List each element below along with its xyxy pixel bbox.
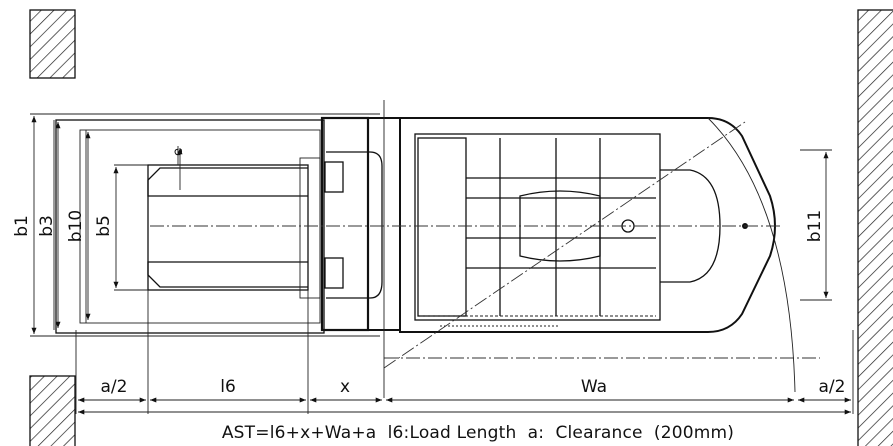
fork-dashes bbox=[420, 315, 656, 327]
label-b11: b11 bbox=[805, 210, 825, 242]
label-a-half-right: a/2 bbox=[819, 377, 846, 397]
label-b3: b3 bbox=[37, 215, 57, 237]
label-x: x bbox=[340, 377, 350, 397]
load-outline bbox=[55, 119, 325, 334]
battery-compartment bbox=[414, 133, 661, 321]
turning-diagonal bbox=[383, 121, 746, 369]
label-b10: b10 bbox=[66, 210, 86, 242]
ast-formula: AST=l6+x+Wa+a l6:Load Length a: Clearanc… bbox=[222, 423, 734, 443]
front-wheels bbox=[320, 116, 370, 332]
fork-upper bbox=[147, 167, 308, 197]
label-a-half-left: a/2 bbox=[101, 377, 128, 397]
battery-cover bbox=[417, 137, 467, 317]
fork-positioner-top bbox=[324, 161, 344, 193]
label-e: e bbox=[171, 148, 186, 156]
rack-walls bbox=[29, 9, 893, 446]
wall-right bbox=[857, 9, 893, 446]
fork-carriage bbox=[299, 157, 321, 299]
label-b5: b5 bbox=[94, 215, 114, 237]
rack-bottom-left bbox=[29, 375, 76, 446]
operator-seat bbox=[519, 190, 601, 262]
battery-cells bbox=[466, 138, 656, 316]
fork-positioner-bottom bbox=[324, 257, 344, 289]
mast-tilt-bracket bbox=[326, 151, 383, 299]
fork-lower bbox=[147, 261, 308, 288]
horizontal-dimensions bbox=[78, 397, 851, 415]
extension-lines bbox=[30, 113, 854, 414]
forklift-body bbox=[320, 116, 776, 333]
turning-geometry bbox=[150, 100, 820, 398]
turning-radius-arc bbox=[707, 117, 796, 393]
label-l6: l6 bbox=[220, 377, 236, 397]
pallet-box bbox=[147, 164, 309, 291]
rack-top-left bbox=[29, 9, 76, 79]
chassis-outline bbox=[399, 117, 776, 333]
vertical-dimensions bbox=[31, 116, 829, 334]
label-wa: Wa bbox=[581, 377, 607, 397]
counterweight-hood bbox=[660, 169, 721, 283]
label-b1: b1 bbox=[12, 215, 32, 237]
